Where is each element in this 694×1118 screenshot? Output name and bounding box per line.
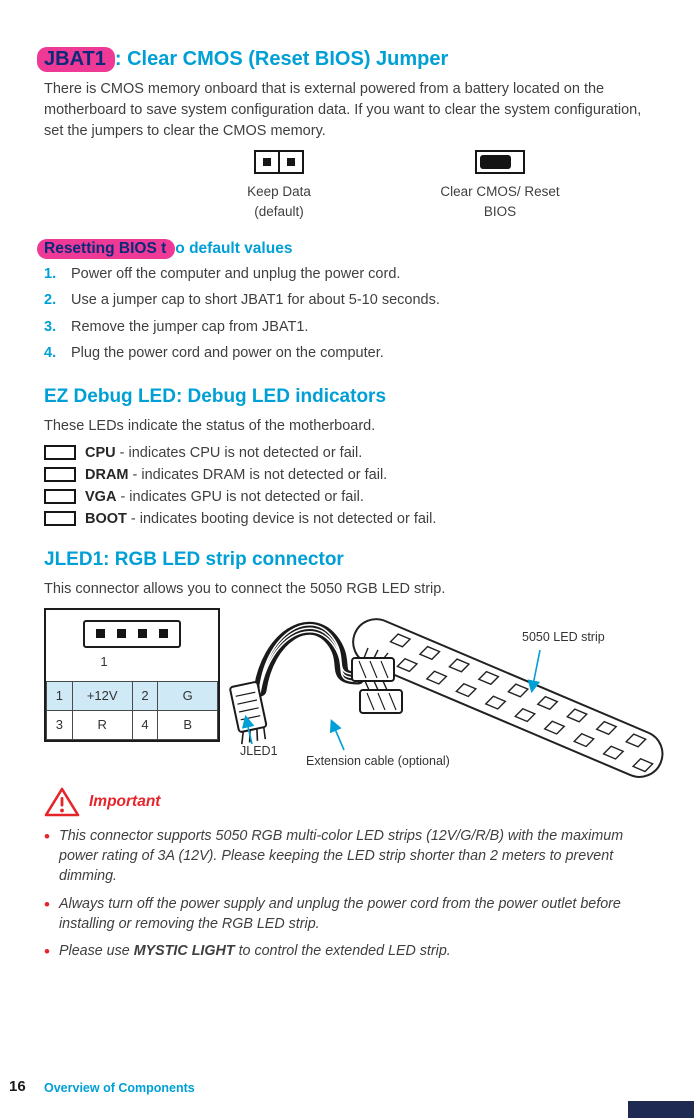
clear-cmos-jumper-icon [475,150,525,175]
led-box-icon [44,445,76,461]
jbat1-title-rest: : Clear CMOS (Reset BIOS) Jumper [114,48,449,70]
clear-cmos-label-line2: BIOS [483,204,517,220]
step-text: Plug the power cord and power on the com… [71,344,384,361]
led-text: CPU - indicates CPU is not detected or f… [85,445,362,461]
step-item: 3. Remove the jumper cap from JBAT1. [44,317,650,338]
important-header: Important [44,786,650,818]
jled1-plug [229,680,268,745]
led-desc: - indicates CPU is not detected or fail. [115,444,363,461]
step-number: 4. [44,344,57,361]
pin-square [138,629,147,639]
led-label: DRAM [85,466,129,483]
jbat1-body: There is CMOS memory onboard that is ext… [44,81,642,140]
keep-data-label-line2: (default) [254,204,304,220]
jumper-clear-cmos: Clear CMOS/ Reset BIOS [410,150,590,221]
pin-table-cell: G [157,680,218,711]
pin-square [96,629,105,639]
jled1-title: JLED1: RGB LED strip connector [44,548,344,570]
led-label: CPU [85,444,116,461]
led-label: VGA [85,488,117,505]
pin-square [287,158,295,167]
led-text: DRAM - indicates DRAM is not detected or… [85,467,387,483]
pin-table-cell: B [157,709,218,740]
step-text: Power off the computer and unplug the po… [71,266,401,283]
step-item: 1. Power off the computer and unplug the … [44,264,650,285]
pin-table-row: 3 R 4 B [46,709,218,740]
step-text: Use a jumper cap to short JBAT1 for abou… [71,292,440,309]
pin-table-cell: 2 [131,680,159,711]
ezdebug-title: EZ Debug LED: Debug LED indicators [44,385,387,407]
ezdebug-body: These LEDs indicate the status of the mo… [44,417,376,434]
pin-square [159,629,168,639]
led-text: BOOT - indicates booting device is not d… [85,511,436,527]
jumper-cap [480,155,511,170]
pin-table: 1 +12V 2 G 3 R 4 B [46,680,218,740]
footer-section-name: Overview of Components [44,1081,195,1095]
jumper-pin-cell [280,152,302,172]
page-edge-tab [628,1101,694,1118]
important-title: Important [89,792,161,810]
jumper-pin-cell [256,152,280,173]
highlight-mark: JBAT1 [37,47,115,72]
led-desc: - indicates DRAM is not detected or fail… [128,466,388,483]
pin-square [263,158,271,167]
led-desc: - indicates GPU is not detected or fail. [116,488,364,505]
important-list: This connector supports 5050 RGB multi-c… [44,825,650,965]
callout-jled1: JLED1 [240,743,278,758]
led-text: VGA - indicates GPU is not detected or f… [85,489,364,505]
step-item: 4. Plug the power cord and power on the c… [44,343,650,364]
led-row: DRAM - indicates DRAM is not detected or… [44,467,650,483]
pin-table-cell: 4 [131,709,159,740]
step-number: 3. [44,318,57,335]
highlight-mark: Resetting BIOS t [37,239,176,260]
pin-table-cell: 3 [46,709,73,740]
pin-table-cell: 1 [46,680,73,711]
callout-extension-cable: Extension cable (optional) [306,753,450,768]
pin-square [117,629,126,639]
led-label: BOOT [85,510,127,527]
jled1-diagram: 1 1 +12V 2 G 3 R 4 B [44,606,664,778]
led-strip-illustration-svg [229,618,664,778]
step-item: 2. Use a jumper cap to short JBAT1 for ab… [44,290,650,311]
page-number: 16 [9,1078,26,1095]
mystic-light-label: MYSTIC LIGHT [133,943,235,960]
led-row: CPU - indicates CPU is not detected or f… [44,445,650,461]
led-box-icon [44,467,76,483]
keep-data-jumper-icon [254,150,304,175]
led-desc: - indicates booting device is not detect… [126,510,437,527]
important-item: This connector supports 5050 RGB multi-c… [44,825,650,887]
pin-table-row: 1 +12V 2 G [46,680,218,711]
step-number: 2. [44,292,57,309]
jbat1-title: JBAT1: Clear CMOS (Reset BIOS) Jumper [37,47,650,72]
jumper-keep-data: Keep Data (default) [204,150,354,221]
keep-data-label-line1: Keep Data [247,184,311,200]
led-box-icon [44,511,76,527]
pin-header-icon [83,619,181,648]
bullet3-post: to control the extended LED strip. [234,943,451,960]
callout-5050-led-strip: 5050 LED strip [522,629,605,644]
led-row: VGA - indicates GPU is not detected or f… [44,489,650,505]
led-box-icon [44,489,76,505]
clear-cmos-label-line1: Clear CMOS/ Reset [440,184,560,200]
pin-table-cell: +12V [71,680,133,711]
important-item: Always turn off the power supply and unp… [44,893,650,935]
led-indicator-list: CPU - indicates CPU is not detected or f… [44,445,650,527]
warning-triangle-icon [44,787,80,817]
step-number: 1. [44,266,57,283]
pin-table-cell: R [71,709,133,740]
led-row: BOOT - indicates booting device is not d… [44,511,650,527]
step-text: Remove the jumper cap from JBAT1. [71,318,309,335]
pin1-label: 1 [100,653,108,669]
reset-bios-subtitle-rest: o default values [175,240,293,258]
jled1-body: This connector allows you to connect the… [44,580,446,597]
bullet3-pre: Please use [59,943,134,960]
jumper-figures: Keep Data (default) Clear CMOS/ Reset BI… [44,150,650,230]
important-item: Please use MYSTIC LIGHT to control the e… [44,940,650,964]
jled1-pinout-box: 1 1 +12V 2 G 3 R 4 B [44,607,220,742]
reset-steps-list: 1. Power off the computer and unplug the … [44,264,650,363]
